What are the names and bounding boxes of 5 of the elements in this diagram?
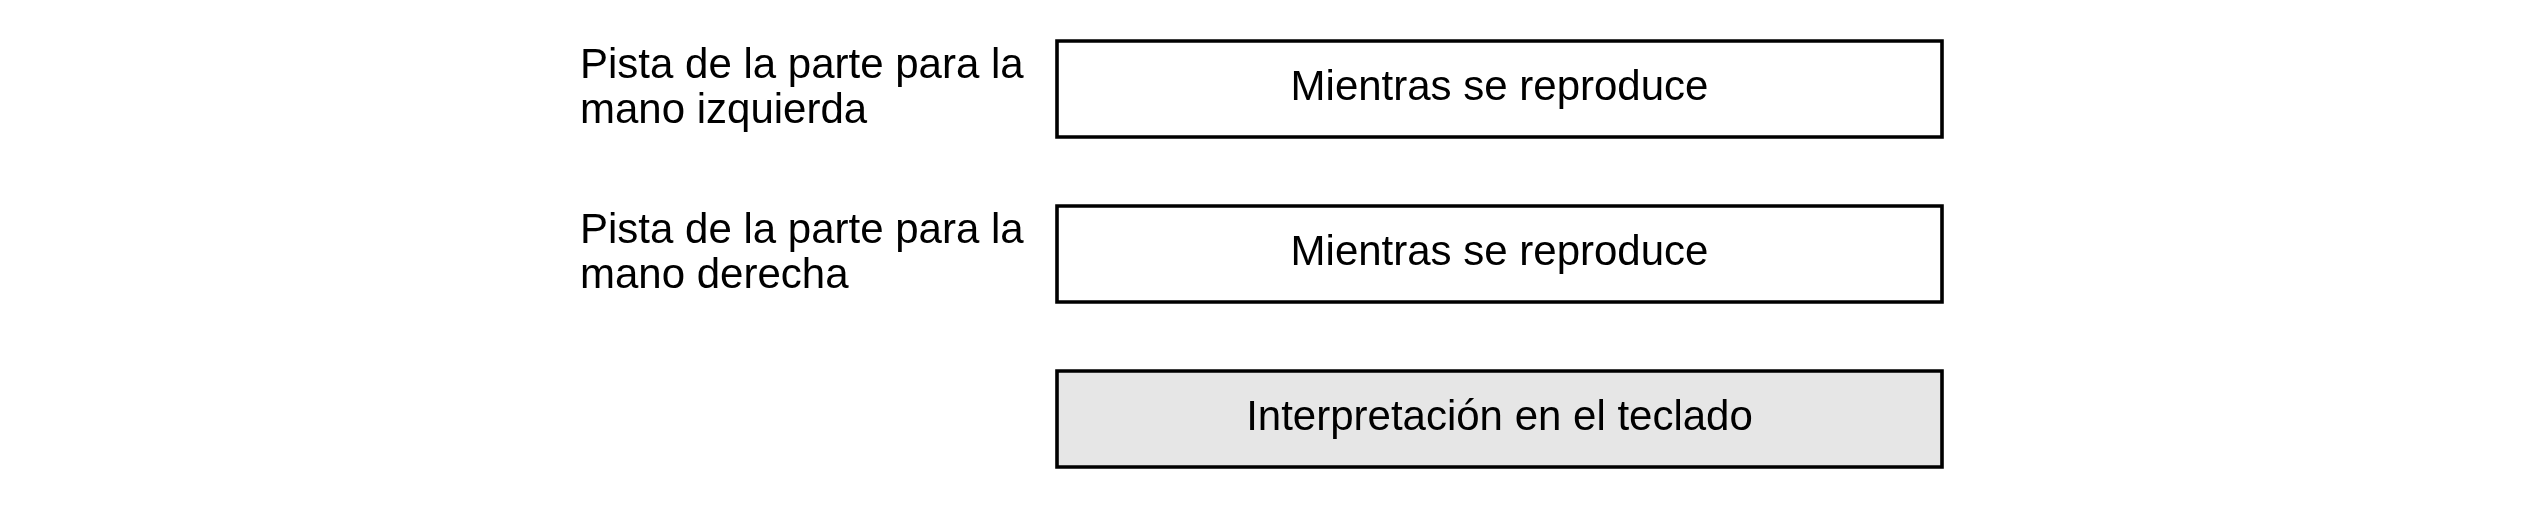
node-label: Pista de la parte para la mano derecha [579, 204, 1024, 297]
node-box: Mientras se reproduce [1054, 203, 1944, 304]
node-label: Pista de la parte para la mano izquierda [579, 39, 1024, 132]
node-box: Mientras se reproduce [1054, 38, 1944, 139]
node-box: Interpretación en el teclado [1054, 368, 1944, 469]
